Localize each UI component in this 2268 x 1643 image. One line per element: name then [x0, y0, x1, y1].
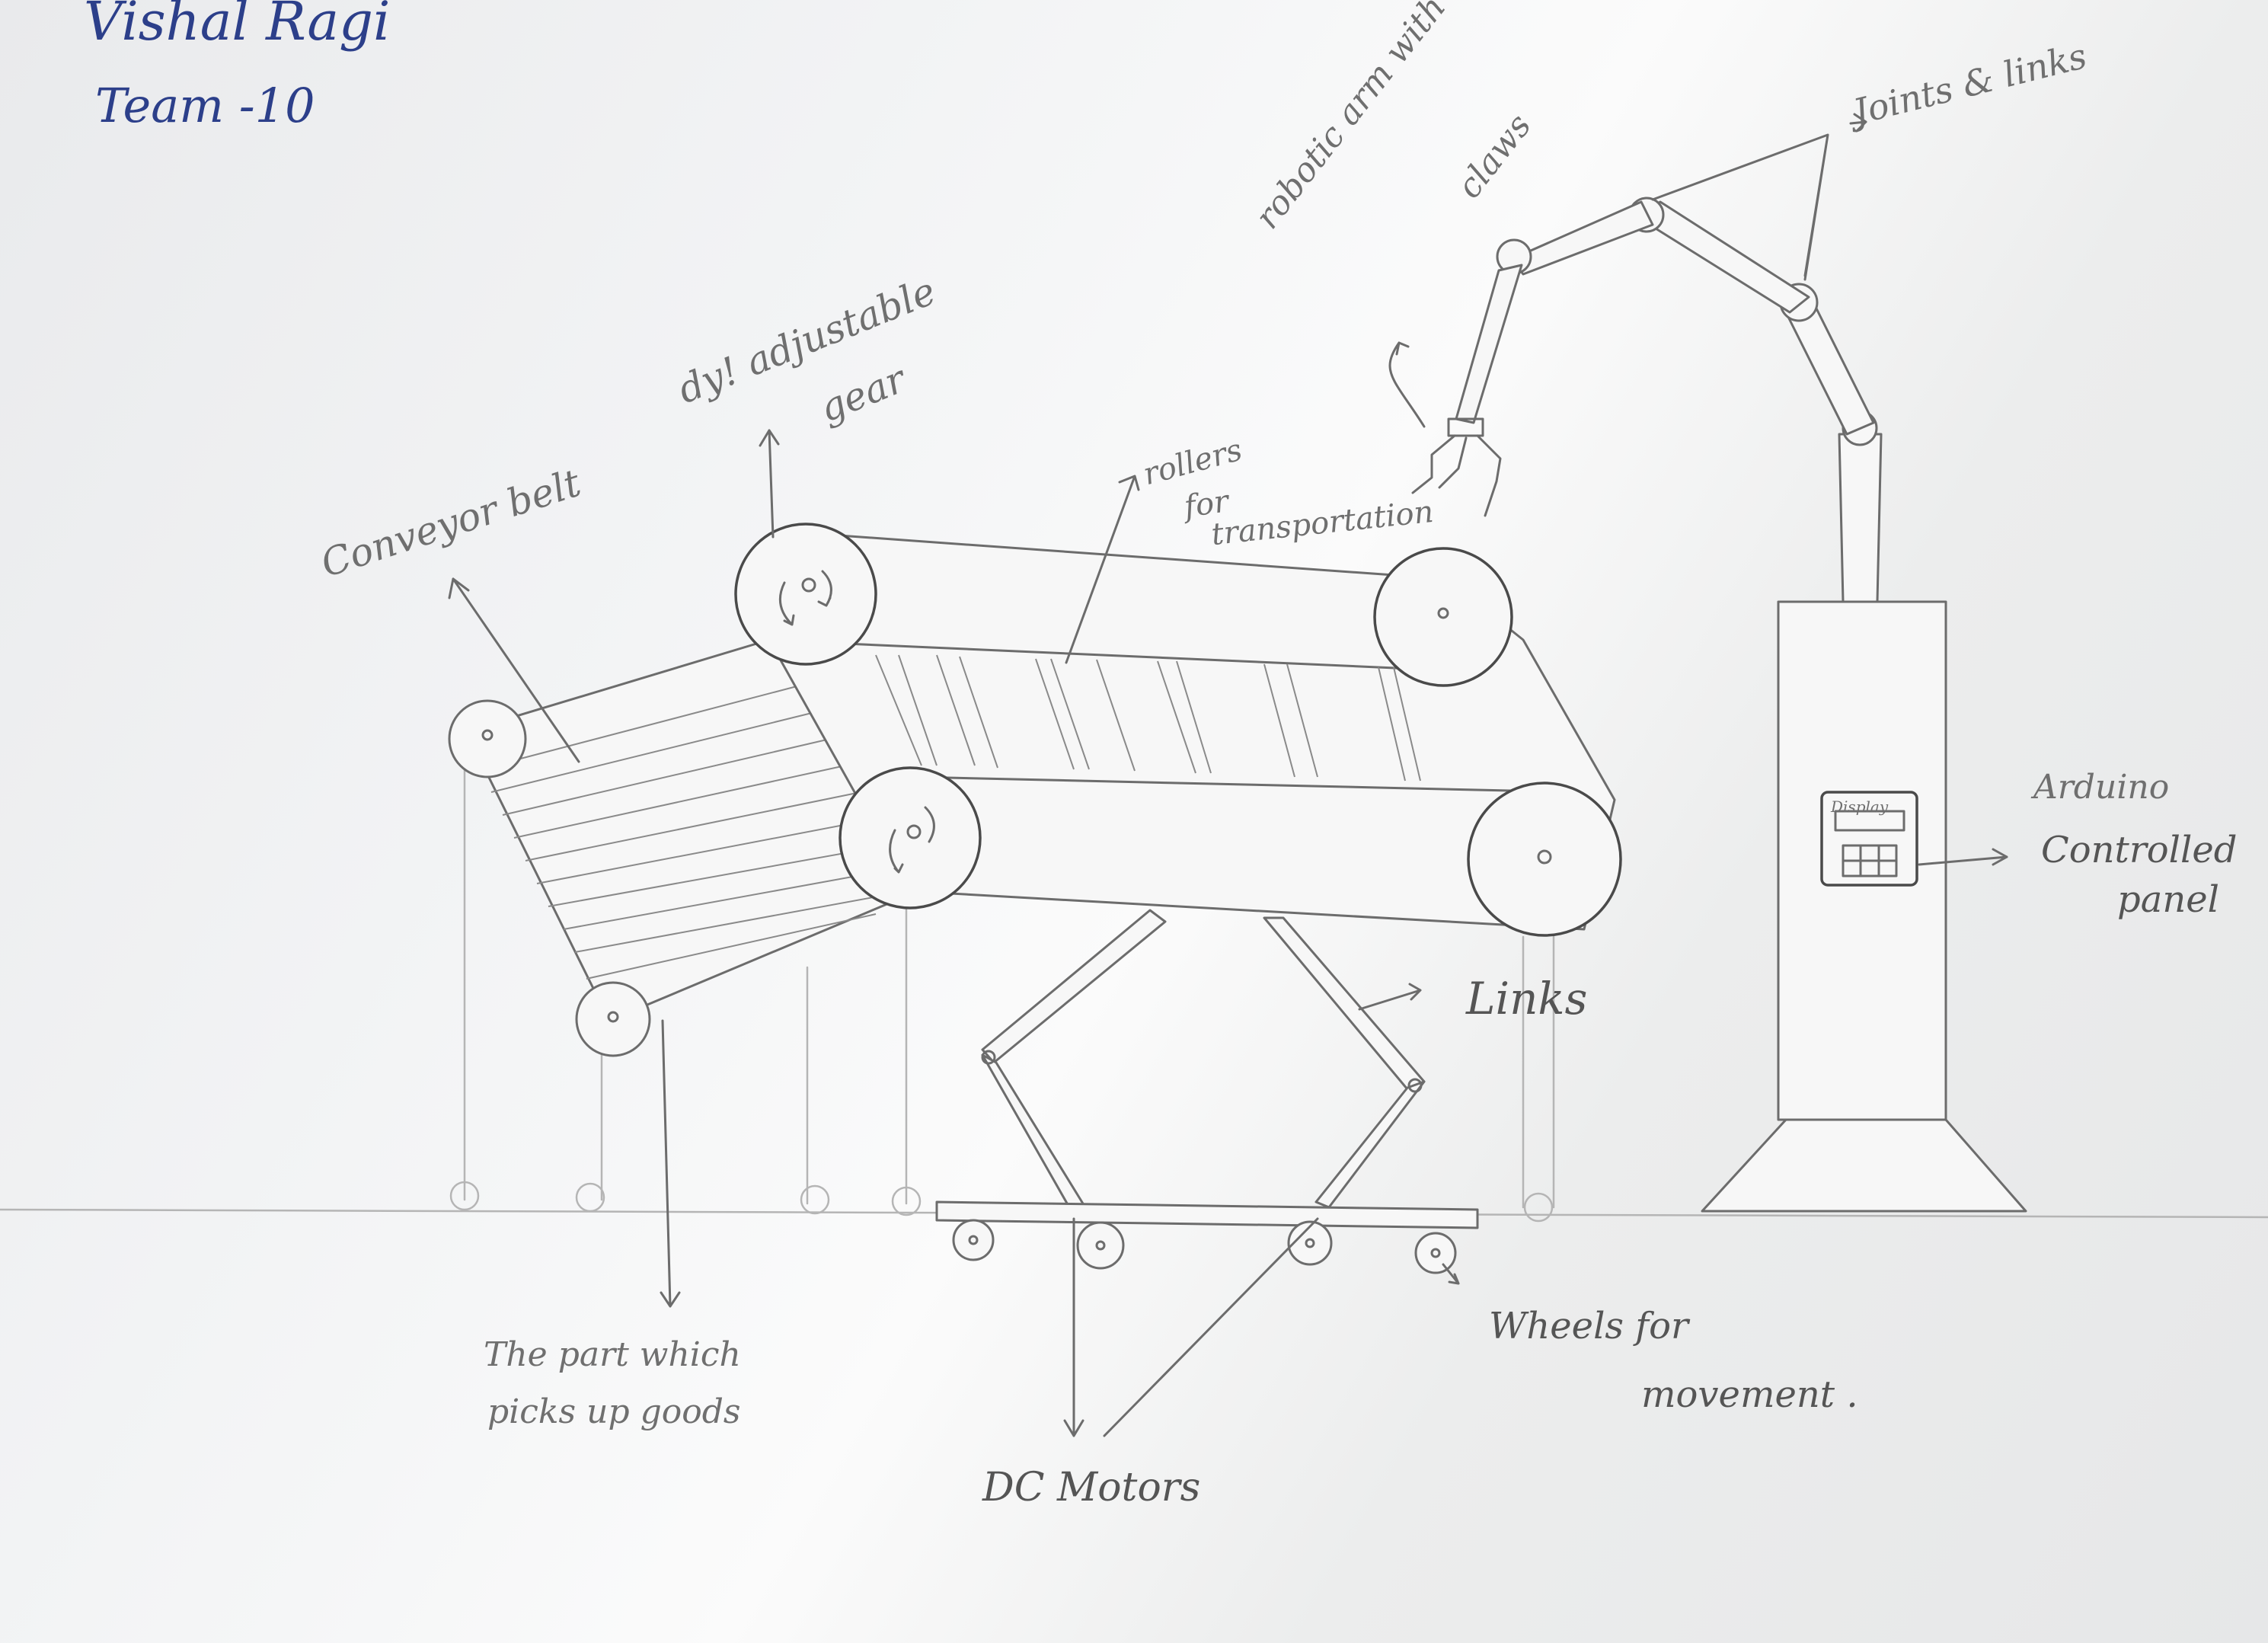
- top-gear-roller: [736, 524, 876, 664]
- team-number: Team -10: [95, 80, 315, 132]
- wheeled-base: [937, 1202, 1477, 1273]
- label-pickup-line1: The part which: [484, 1337, 741, 1373]
- label-wheels-line1: Wheels for: [1489, 1306, 1688, 1347]
- label-arduino-line2: Controlled: [2041, 830, 2238, 871]
- label-arduino-line3: panel: [2117, 880, 2219, 920]
- label-links: Links: [1466, 975, 1587, 1024]
- wheel-4: [1416, 1233, 1455, 1273]
- label-pickup-line2: picks up goods: [487, 1394, 741, 1430]
- label-dc-motors: DC Motors: [982, 1466, 1200, 1510]
- label-wheels-line2: movement .: [1641, 1375, 1858, 1415]
- label-panel-display: Display: [1831, 798, 1888, 815]
- author-name: Vishal Ragi: [84, 0, 390, 51]
- wheel-2: [1078, 1223, 1123, 1268]
- label-arduino-line1: Arduino: [2033, 769, 2169, 806]
- scissor-links: [982, 910, 1424, 1213]
- wheel-1: [954, 1220, 993, 1260]
- far-bottom-roller: [1468, 783, 1621, 935]
- transport-belt: [736, 524, 1621, 935]
- bottom-pickup-roller: [577, 983, 650, 1056]
